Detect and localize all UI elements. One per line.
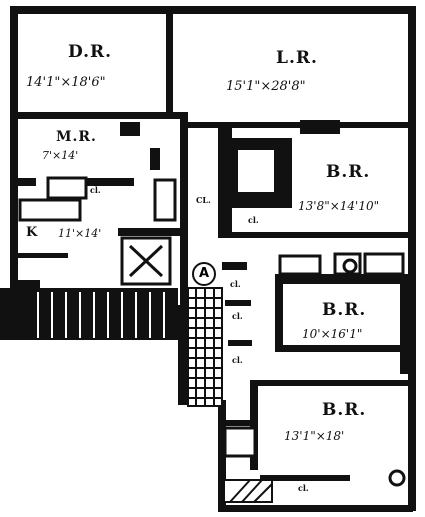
wall-br3-top <box>250 380 408 386</box>
closet-label: cl. <box>232 355 243 365</box>
kitchen-dims: 11'×14' <box>58 227 102 240</box>
door-gap-mr <box>36 178 54 186</box>
hatch-line <box>229 479 251 503</box>
wall-dr-mr <box>18 112 188 119</box>
wall-lr-bottom <box>188 122 408 128</box>
wall-k-side <box>118 228 180 236</box>
living-room-name: L.R. <box>276 48 318 68</box>
wall-closet-d <box>220 420 256 426</box>
outer-wall-top <box>10 6 415 14</box>
kitchen-cabinet <box>153 178 177 222</box>
wall-br1-bottom <box>232 232 408 238</box>
mr-radiator <box>120 122 140 136</box>
stair-landing-mass <box>0 288 178 340</box>
kitchen-sink <box>46 176 88 200</box>
outer-wall-lower-left <box>218 400 226 512</box>
lower-bath-fixture <box>388 469 406 487</box>
outer-wall-right <box>408 6 416 511</box>
closet-label: cl. <box>232 311 243 321</box>
chimney-flue <box>238 150 274 192</box>
kitchen-name: K <box>26 225 39 240</box>
closet-label: cl. <box>248 215 259 225</box>
stair-marker: A <box>192 262 216 286</box>
wall-mr-k-a <box>18 178 36 186</box>
wall-br2-right <box>400 274 408 374</box>
maid-room-name: M.R. <box>56 129 97 145</box>
closet-label: cl. <box>230 279 241 289</box>
dining-room-dims: 14'1"×18'6" <box>26 75 106 90</box>
mr-fixture <box>150 148 160 170</box>
closet-label: CL. <box>196 195 211 205</box>
living-room-dims: 15'1"×28'8" <box>226 79 306 94</box>
range-cross <box>128 244 164 278</box>
hatch-line <box>253 483 273 503</box>
bedroom-1-name: B.R. <box>326 162 371 182</box>
wall-closet-e <box>260 475 350 481</box>
bedroom-3-dims: 13'1"×18' <box>284 429 345 443</box>
wall-central <box>180 118 188 308</box>
lr-radiator <box>300 120 340 134</box>
bath-tub <box>278 254 322 276</box>
bath-fixture <box>342 258 358 274</box>
wall-dr-lr <box>166 14 173 116</box>
wall-mr-k-b <box>54 178 134 186</box>
counter-k <box>18 253 68 258</box>
wall-closet-c <box>228 340 252 346</box>
wall-br2-left <box>275 274 283 349</box>
hatch-line <box>241 479 263 503</box>
wall-closet-a <box>222 262 247 270</box>
bedroom-1-dims: 13'8"×14'10" <box>298 199 380 213</box>
closet-label: cl. <box>90 185 101 195</box>
bedroom-2-dims: 10'×16'1" <box>302 327 363 341</box>
kitchen-counter <box>18 198 82 222</box>
bath-sink <box>363 252 405 276</box>
bedroom-2-name: B.R. <box>322 300 367 320</box>
lower-bath-tub <box>223 426 257 458</box>
closet-label: cl. <box>298 483 309 493</box>
wall-br2-bottom <box>275 345 408 352</box>
maid-room-dims: 7'×14' <box>42 149 79 162</box>
wall-br2-top <box>275 274 408 284</box>
wall-closet-b <box>225 300 251 306</box>
outer-wall-left <box>10 6 18 288</box>
bedroom-3-name: B.R. <box>322 400 367 420</box>
outer-wall-step <box>10 280 40 288</box>
dining-room-name: D.R. <box>68 42 113 62</box>
outer-wall-bottom <box>218 505 413 512</box>
